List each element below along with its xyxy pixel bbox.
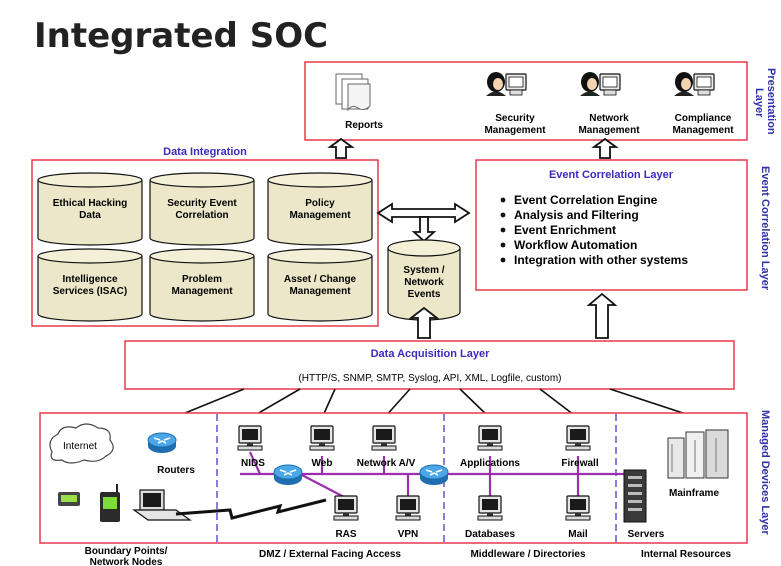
security-management-label-2: Management xyxy=(484,125,546,136)
data-source-label: Management xyxy=(289,286,351,297)
ras-label: RAS xyxy=(335,529,356,540)
side-label-presentation-2: Layer xyxy=(753,88,765,118)
routers-icon xyxy=(147,432,177,454)
network-av-label: Network A/V xyxy=(357,458,416,469)
zone-internal-label: Internal Resources xyxy=(641,549,731,560)
arrow-acq-to-correlation xyxy=(586,292,618,339)
system-network-events-cylinder xyxy=(387,239,461,321)
data-source-label: Asset / Change xyxy=(284,274,357,285)
mail-label: Mail xyxy=(568,529,588,540)
internet-cloud-icon xyxy=(49,423,114,464)
security-management-label-1: Security xyxy=(495,113,535,124)
data-source-label: Management xyxy=(171,286,233,297)
bullet-icon xyxy=(500,197,506,203)
data-acquisition-box xyxy=(124,340,735,390)
zone-middleware-label: Middleware / Directories xyxy=(470,549,585,560)
wireless-link-icon xyxy=(175,498,327,520)
mainframe-icon xyxy=(667,429,729,479)
event-correlation-item: Event Correlation Engine xyxy=(514,193,658,207)
event-correlation-box xyxy=(475,159,748,291)
data-integration-title: Data Integration xyxy=(163,146,247,158)
event-correlation-item: Integration with other systems xyxy=(514,253,688,267)
data-source-label: Correlation xyxy=(175,210,228,221)
reports-label: Reports xyxy=(345,120,383,131)
event-correlation-item: Event Enrichment xyxy=(514,223,616,237)
vpn-icon xyxy=(395,495,421,521)
zone-dmz-label: DMZ / External Facing Access xyxy=(259,549,401,560)
middleware-router-icon xyxy=(419,464,449,486)
nids-icon xyxy=(237,425,263,451)
mail-icon xyxy=(565,495,591,521)
reports-icon xyxy=(335,73,371,112)
applications-label: Applications xyxy=(460,458,520,469)
bullet-icon xyxy=(500,212,506,218)
mainframe-label: Mainframe xyxy=(669,488,719,499)
compliance-management-label-2: Management xyxy=(672,125,734,136)
bullet-icon xyxy=(500,242,506,248)
ras-icon xyxy=(333,495,359,521)
internet-label: Internet xyxy=(63,441,97,452)
data-source-label: Services (ISAC) xyxy=(53,286,127,297)
system-events-label-2: Network xyxy=(404,277,444,288)
vpn-label: VPN xyxy=(398,529,419,540)
data-source-label: Intelligence xyxy=(62,274,117,285)
data-source-label: Policy xyxy=(305,198,335,209)
network-av-icon xyxy=(371,425,397,451)
zone-boundary-label-2: Network Nodes xyxy=(90,557,163,566)
data-source-label: Security Event xyxy=(167,198,237,209)
data-acquisition-title: Data Acquisition Layer xyxy=(371,348,491,360)
event-correlation-item: Analysis and Filtering xyxy=(514,208,639,222)
firewall-icon xyxy=(565,425,591,451)
bidirectional-arrow xyxy=(376,202,471,224)
data-source-label: Ethical Hacking xyxy=(53,198,127,209)
network-management-label-1: Network xyxy=(589,113,629,124)
routers-label: Routers xyxy=(157,465,195,476)
databases-icon xyxy=(477,495,503,521)
web-label: Web xyxy=(312,458,333,469)
system-events-label-3: Events xyxy=(408,289,441,300)
side-label-presentation-1: Presentation xyxy=(765,68,777,135)
pager-icon xyxy=(58,492,80,506)
bullet-icon xyxy=(500,257,506,263)
arrow-to-system-events xyxy=(411,216,437,243)
pda-icon xyxy=(100,484,120,522)
arrow-acq-to-events xyxy=(408,306,440,339)
data-acquisition-protocols: (HTTP/S, SNMP, SMTP, Syslog, API, XML, L… xyxy=(298,373,561,384)
side-label-event-correlation: Event Correlation Layer xyxy=(759,166,771,291)
nids-label: NIDS xyxy=(241,458,265,469)
arrow-to-reports xyxy=(327,137,355,159)
firewall-label: Firewall xyxy=(561,458,598,469)
compliance-management-label-1: Compliance xyxy=(675,113,732,124)
side-label-managed-devices: Managed Devices Layer xyxy=(759,410,771,535)
bullet-icon xyxy=(500,227,506,233)
page-title: Integrated SOC xyxy=(34,16,328,56)
servers-label: Servers xyxy=(628,529,665,540)
applications-icon xyxy=(477,425,503,451)
network-management-label-2: Management xyxy=(578,125,640,136)
event-correlation-title: Event Correlation Layer xyxy=(549,169,674,181)
data-source-label: Data xyxy=(79,210,101,221)
servers-icon xyxy=(623,469,647,523)
databases-label: Databases xyxy=(465,529,515,540)
event-correlation-item: Workflow Automation xyxy=(514,238,637,252)
web-icon xyxy=(309,425,335,451)
arrow-to-management xyxy=(591,137,619,159)
dmz-router-icon xyxy=(273,464,303,486)
zone-boundary-label-1: Boundary Points/ xyxy=(85,546,168,557)
data-source-label: Management xyxy=(289,210,351,221)
system-events-label-1: System / xyxy=(403,265,444,276)
data-source-label: Problem xyxy=(182,274,222,285)
